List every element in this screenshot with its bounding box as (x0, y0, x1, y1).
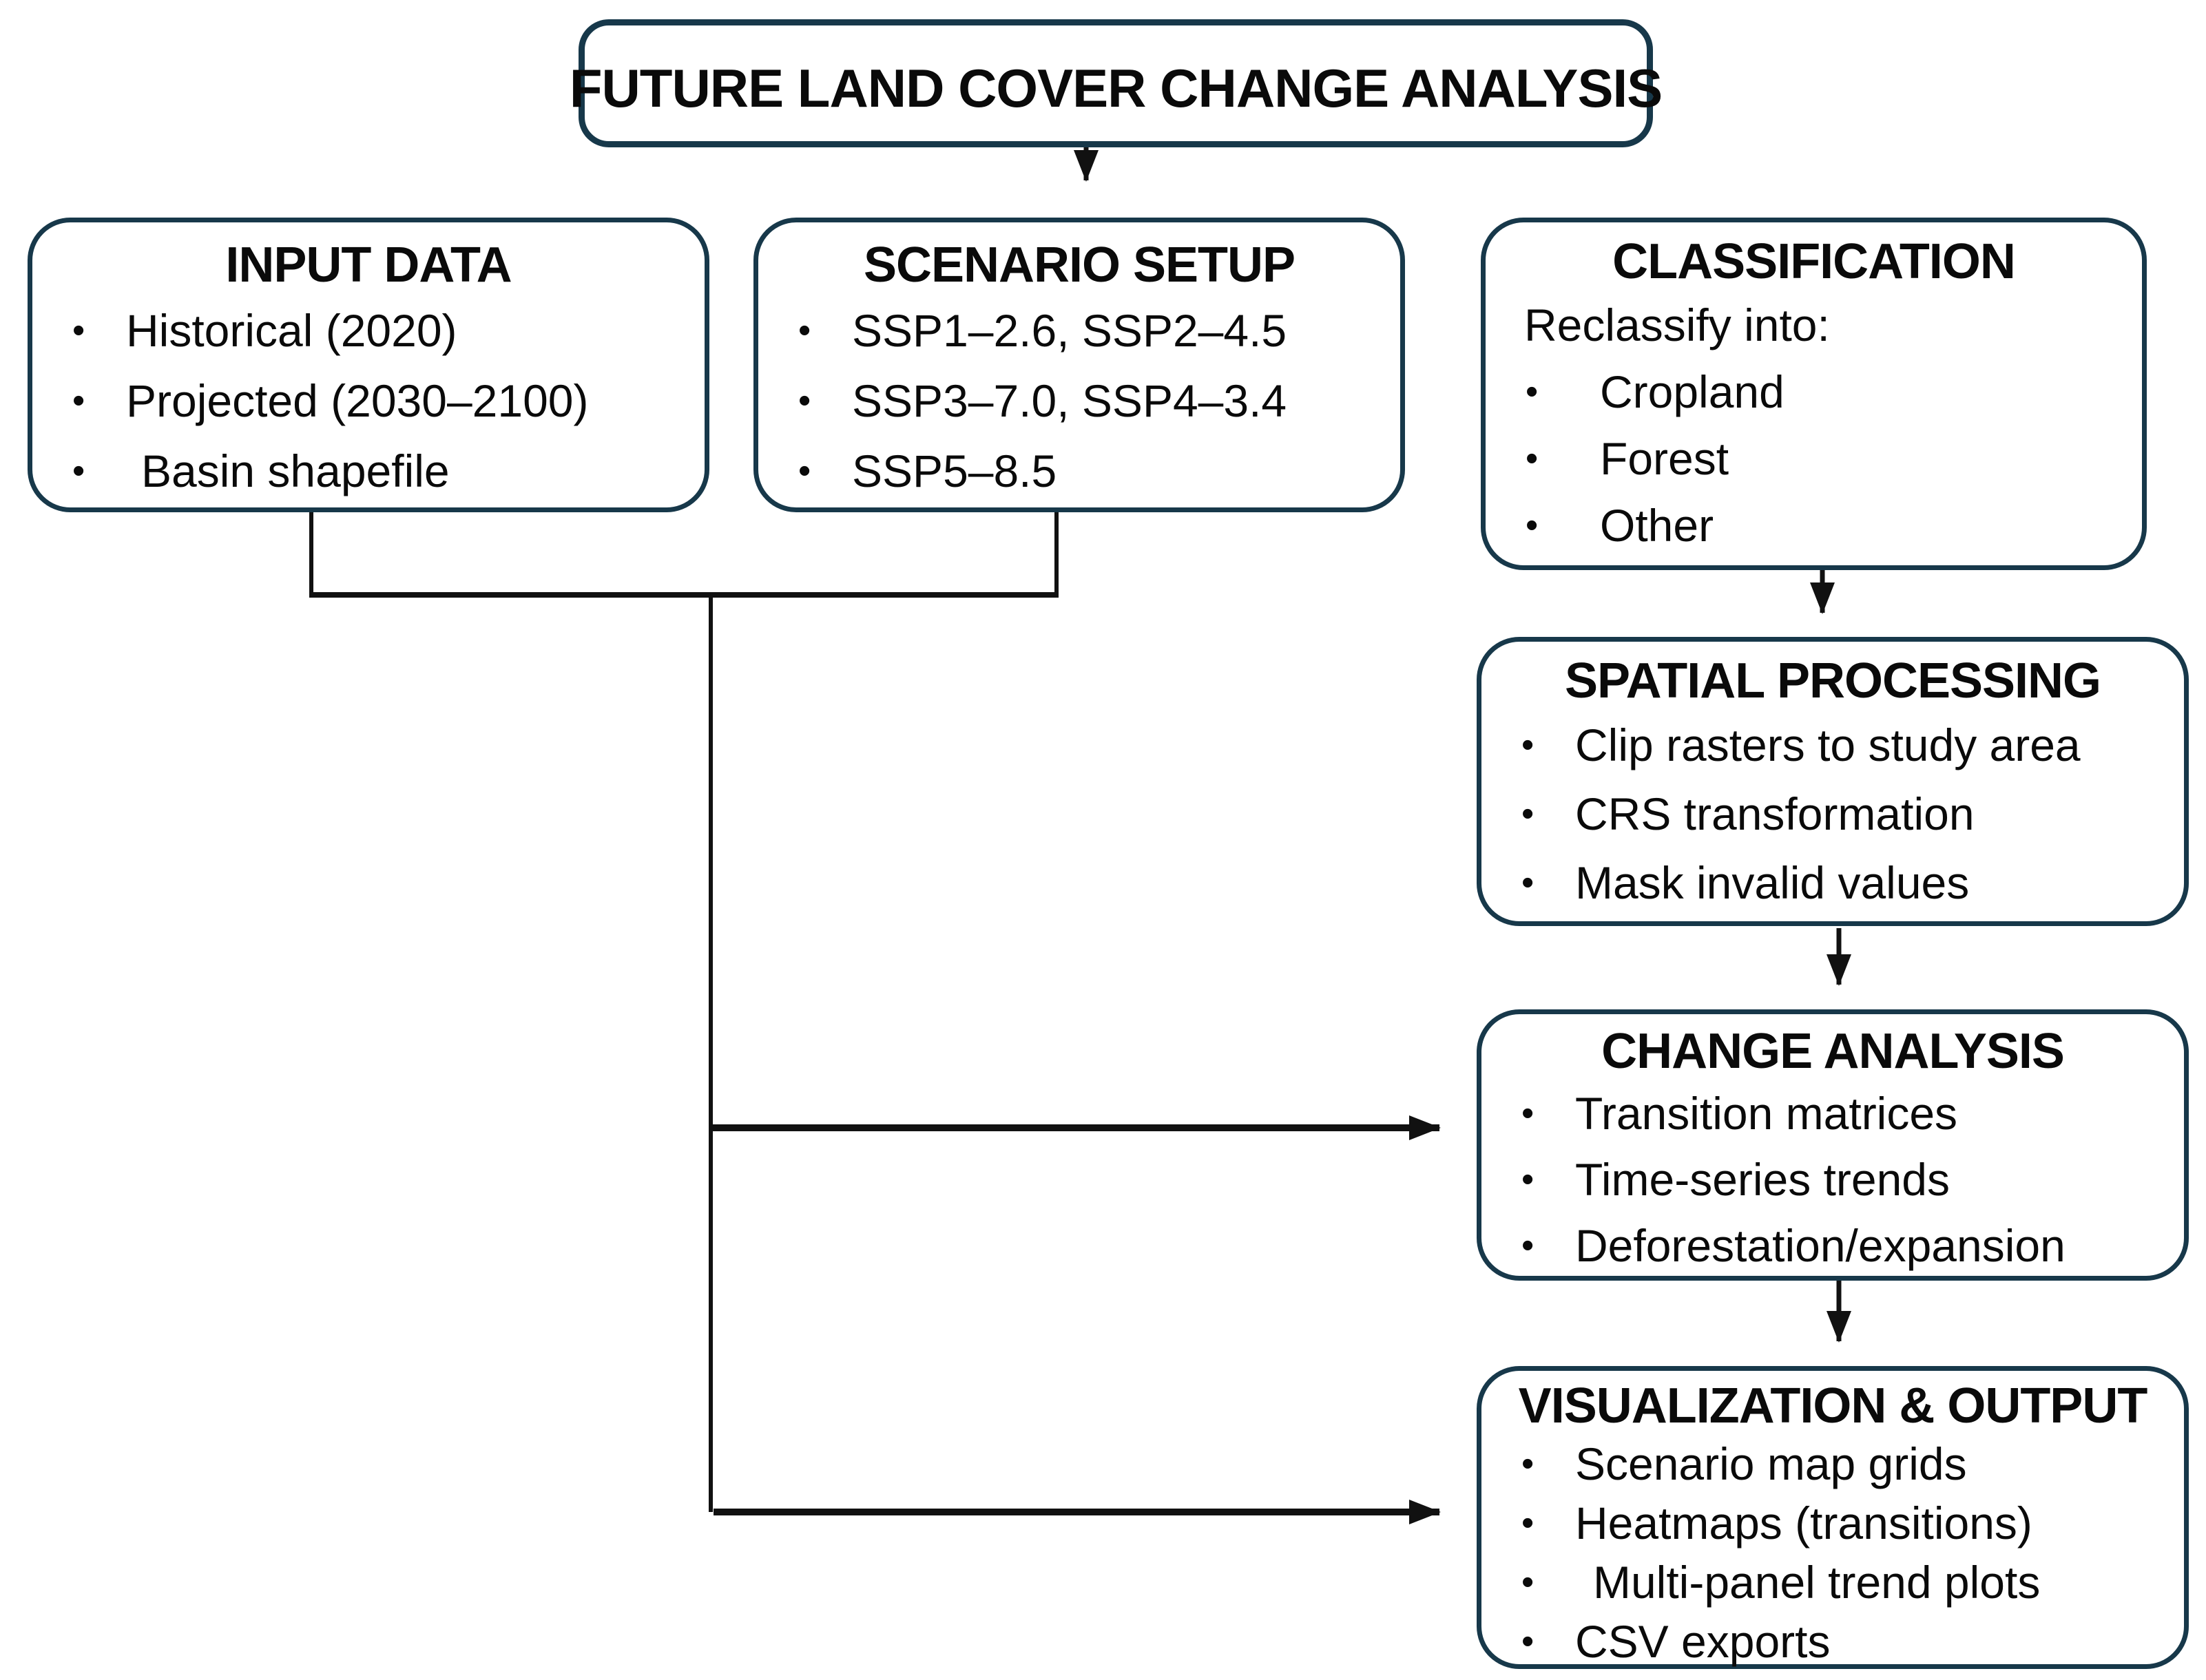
bullet-icon (758, 383, 852, 419)
list-item: CRS transformation (1481, 779, 2184, 848)
bullet-icon (1481, 1624, 1575, 1659)
list-item-label: Heatmaps (transitions) (1575, 1498, 2032, 1548)
list-item-label: Projected (2030–2100) (126, 375, 589, 426)
diagram-title: FUTURE LAND COVER CHANGE ANALYSIS (569, 57, 1663, 118)
list-item: SSP5–8.5 (758, 436, 1400, 506)
list-item-label: Cropland (1600, 366, 1784, 417)
bullet-icon (1481, 1228, 1575, 1263)
list-item-label: Historical (2020) (126, 305, 457, 356)
node-title: FUTURE LAND COVER CHANGE ANALYSIS (570, 19, 1663, 147)
node-input-data: INPUT DATA Historical (2020) Projected (… (28, 218, 709, 512)
node-heading: INPUT DATA (225, 238, 512, 293)
node-heading: SPATIAL PROCESSING (1564, 653, 2101, 708)
list-item: Projected (2030–2100) (32, 366, 705, 436)
bullet-icon (1481, 1095, 1575, 1131)
node-intro-text: Reclassify into: (1524, 299, 1830, 350)
bullet-icon (758, 313, 852, 348)
bullet-icon (1481, 727, 1575, 763)
node-change-analysis: CHANGE ANALYSIS Transition matrices Time… (1477, 1009, 2189, 1281)
list-item: Deforestation/expansion (1481, 1212, 2184, 1279)
list-item: Mask invalid values (1481, 848, 2184, 917)
list-item: Clip rasters to study area (1481, 711, 2184, 779)
list-item-label: Deforestation/expansion (1575, 1220, 2065, 1271)
node-scenario-setup: SCENARIO SETUP SSP1–2.6, SSP2–4.5 SSP3–7… (753, 218, 1405, 512)
list-item-label: Transition matrices (1575, 1088, 1958, 1139)
list-item: Time-series trends (1481, 1146, 2184, 1212)
bullet-icon (1486, 441, 1579, 476)
list-item-label: CSV exports (1575, 1616, 1831, 1667)
list-item: Scenario map grids (1481, 1434, 2184, 1493)
list-item: Other (1486, 492, 2142, 558)
bullet-icon (32, 313, 126, 348)
node-visualization-output: VISUALIZATION & OUTPUT Scenario map grid… (1477, 1366, 2189, 1669)
list-item-label: SSP3–7.0, SSP4–3.4 (852, 375, 1287, 426)
bullet-icon (32, 453, 126, 489)
list-item-label: Scenario map grids (1575, 1438, 1967, 1489)
list-item: Cropland (1486, 358, 2142, 425)
bullet-icon (1481, 865, 1575, 901)
bullet-icon (1486, 507, 1579, 543)
list-item-label: Multi-panel trend plots (1593, 1557, 2041, 1608)
list-item-label: Clip rasters to study area (1575, 720, 2081, 770)
bullet-icon (758, 453, 852, 489)
list-item-label: Other (1600, 499, 1714, 551)
list-item-label: Time-series trends (1575, 1154, 1950, 1205)
list-item: Basin shapefile (32, 436, 705, 506)
bullet-icon (1481, 1162, 1575, 1197)
node-classification: CLASSIFICATION Reclassify into: Cropland… (1481, 218, 2147, 570)
bullet-icon (1481, 1505, 1575, 1541)
node-heading: CLASSIFICATION (1612, 234, 2016, 289)
list-item-label: CRS transformation (1575, 788, 1975, 839)
bullet-icon (32, 383, 126, 419)
bullet-icon (1481, 796, 1575, 832)
node-heading: VISUALIZATION & OUTPUT (1518, 1378, 2148, 1434)
node-heading: SCENARIO SETUP (863, 238, 1295, 293)
list-item-label: Mask invalid values (1575, 857, 1970, 908)
node-spatial-processing: SPATIAL PROCESSING Clip rasters to study… (1477, 637, 2189, 926)
list-item-label: Basin shapefile (141, 445, 450, 496)
bullet-icon (1486, 374, 1579, 410)
list-item: Forest (1486, 425, 2142, 492)
list-item-label: SSP5–8.5 (852, 445, 1057, 496)
bullet-icon (1481, 1446, 1575, 1482)
list-item: SSP1–2.6, SSP2–4.5 (758, 295, 1400, 366)
list-item: Historical (2020) (32, 295, 705, 366)
list-item: Heatmaps (transitions) (1481, 1493, 2184, 1553)
list-item-label: SSP1–2.6, SSP2–4.5 (852, 305, 1287, 356)
list-item: Multi-panel trend plots (1481, 1553, 2184, 1612)
list-item: Transition matrices (1481, 1080, 2184, 1146)
list-item: CSV exports (1481, 1612, 2184, 1671)
node-heading: CHANGE ANALYSIS (1601, 1024, 2065, 1079)
list-item-label: Forest (1600, 432, 1729, 484)
bullet-icon (1481, 1564, 1575, 1600)
list-item: SSP3–7.0, SSP4–3.4 (758, 366, 1400, 436)
